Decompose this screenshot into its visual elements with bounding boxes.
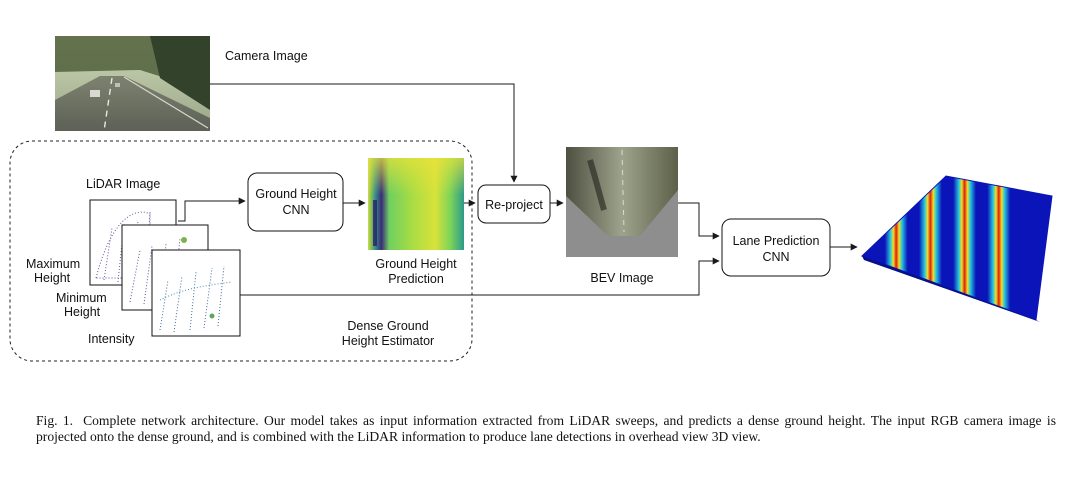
reproject-label: Re-project [485,198,543,212]
ground-height-prediction-label-line2: Prediction [388,272,444,286]
lidar-intensity-image [151,249,241,337]
figure-number: Fig. 1. [36,413,74,428]
ground-height-prediction-heatmap [368,158,464,250]
minimum-height-label-line2: Height [64,305,101,319]
lane-prediction-cnn-label-line2: CNN [762,250,789,264]
intensity-label: Intensity [88,332,135,346]
camera-image-label: Camera Image [225,49,308,63]
architecture-diagram: Camera Image LiDAR Image Maximum Height … [9,36,1053,362]
maximum-height-label-line1: Maximum [26,257,80,271]
ground-height-prediction-label-line1: Ground Height [375,257,457,271]
bev-to-lane-cnn-arrow [678,202,720,240]
maximum-height-label-line2: Height [34,271,71,285]
connectors [178,83,858,296]
camera-to-reproject-arrow [210,83,518,183]
bev-image-label: BEV Image [590,271,653,285]
lane-prediction-cnn-label-line1: Lane Prediction [733,234,820,248]
caption-text: Complete network architecture. Our model… [36,413,1056,444]
lidar-image-stack [89,199,241,337]
bev-image [566,147,678,257]
lidar-image-label: LiDAR Image [86,177,160,191]
figure-caption: Fig. 1.Complete network architecture. Ou… [36,413,1056,445]
dense-ground-height-estimator-label-line2: Height Estimator [342,334,434,348]
minimum-height-label-line1: Minimum [56,291,107,305]
camera-image [55,36,210,132]
ground-height-cnn-label-line2: CNN [282,203,309,217]
lidar-to-lane-cnn-arrow [240,257,720,296]
ground-height-cnn-box [247,172,344,232]
dense-ground-height-estimator-box [9,140,473,362]
lane-detection-3d-surface [861,175,1053,322]
ground-height-cnn-label-line1: Ground Height [255,187,337,201]
reproject-box [477,184,551,224]
lidar-to-ground-height-cnn-arrow [178,197,246,222]
dense-ground-height-estimator-label-line1: Dense Ground [347,319,428,333]
